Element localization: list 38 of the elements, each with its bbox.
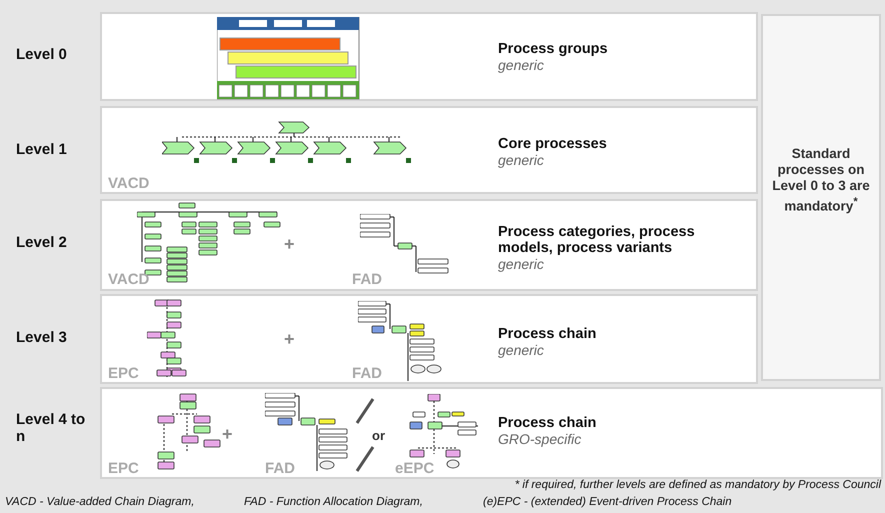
level-subtitle: generic xyxy=(498,57,544,73)
level-title: Process categories, process models, process variants xyxy=(498,224,696,256)
abbreviation-note: (e)EPC - (extended) Event-driven Process Chain xyxy=(483,496,732,509)
level-label: Level 2 xyxy=(16,234,68,251)
level-title: Process chain xyxy=(498,326,598,342)
level-label: Level 4 to n xyxy=(16,411,86,445)
level-title: Core processes xyxy=(498,136,608,152)
level-panel xyxy=(100,106,758,194)
note-text: Standard processes on Level 0 to 3 are mandatory$^{*}$ xyxy=(771,146,871,214)
level-label: Level 0 xyxy=(16,46,68,63)
level-panel xyxy=(100,294,758,384)
abbreviation-note: VACD - Value-added Chain Diagram, xyxy=(5,496,194,509)
level-title: Process groups xyxy=(498,41,609,57)
level-subtitle: generic xyxy=(498,152,544,168)
plus-sign: + xyxy=(222,425,233,443)
level-label: Level 3 xyxy=(16,329,68,346)
abbreviation-note: FAD - Function Allocation Diagram, xyxy=(244,496,423,509)
level-panel xyxy=(100,199,758,291)
level-panel xyxy=(100,387,883,479)
diagram-type-label: VACD xyxy=(108,176,150,192)
level-title: Process chain xyxy=(498,415,598,431)
diagram-type-label: EPC xyxy=(108,461,139,477)
diagram-type-label: EPC xyxy=(108,366,139,382)
level-panel xyxy=(100,12,758,101)
diagram-type-label: FAD xyxy=(352,272,382,288)
diagram-type-label: FAD xyxy=(265,461,295,477)
diagram-type-label: VACD xyxy=(108,272,150,288)
or-label: or xyxy=(372,429,385,443)
plus-sign: + xyxy=(284,235,295,253)
level-label: Level 1 xyxy=(16,141,68,158)
level-subtitle: generic xyxy=(498,342,544,358)
footnote: * if required, further levels are defined as mandatory by Process Council xyxy=(514,479,881,492)
diagram-type-label: FAD xyxy=(352,366,382,382)
plus-sign: + xyxy=(284,330,295,348)
note-panel xyxy=(761,14,881,381)
level-subtitle: generic xyxy=(498,256,544,272)
diagram-type-label: eEPC xyxy=(395,461,434,477)
level-subtitle: GRO-specific xyxy=(498,431,582,447)
